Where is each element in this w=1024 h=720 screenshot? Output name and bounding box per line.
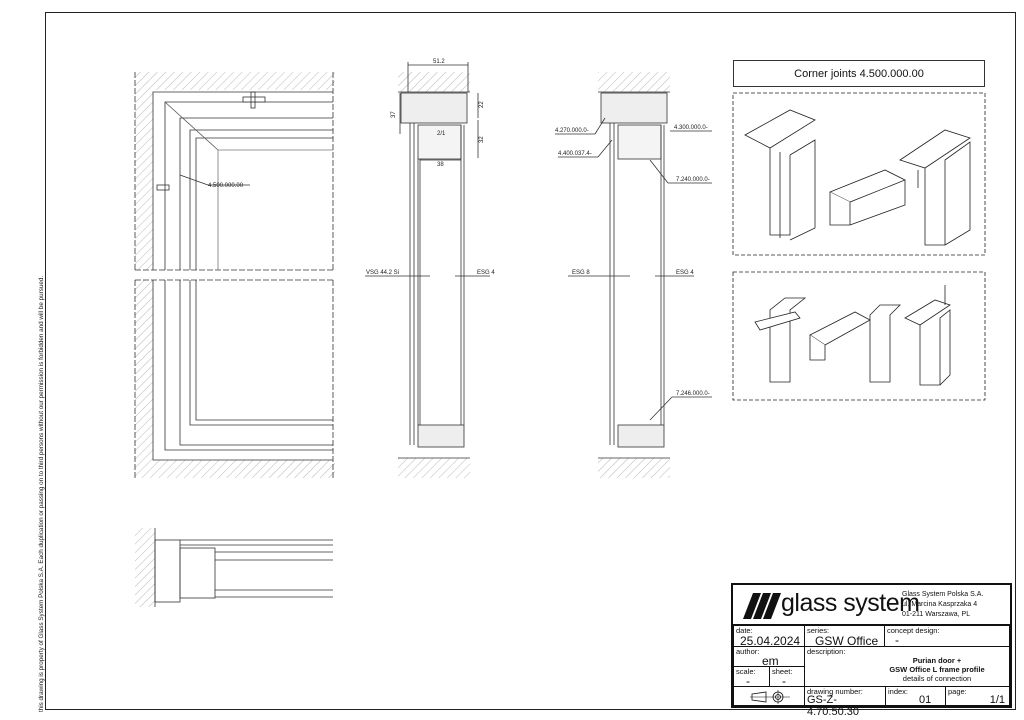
sheet-value: - — [782, 674, 786, 688]
glass-label-esg4-2: ESG 4 — [676, 270, 694, 276]
index-cell: index: 01 — [885, 686, 946, 706]
plan-section — [135, 528, 333, 607]
width-dimension: 51.2 — [433, 59, 445, 65]
glass-system-logo-icon — [743, 593, 781, 619]
scale-cell: scale: - — [733, 666, 770, 688]
company-name: Glass System Polska S.A. — [902, 591, 984, 598]
glass-label-esg4: ESG 4 — [477, 270, 495, 276]
date-label: date: — [736, 626, 753, 635]
profile-mark: 2/1 — [437, 131, 446, 137]
index-label: index: — [888, 687, 909, 696]
series-value: GSW Office — [815, 634, 879, 648]
height-dimension-32: 32 — [479, 136, 485, 143]
projection-symbol-icon — [750, 690, 790, 704]
description-cell: description: Purian door + GSW Office L … — [804, 646, 1010, 687]
glass-label-esg8: ESG 8 — [572, 270, 590, 276]
part-label-4400: 4.400.037.4- — [558, 151, 592, 157]
description-text: Purian door + GSW Office L frame profile… — [865, 656, 1009, 683]
brand-name: glass system — [781, 589, 920, 617]
index-value: 01 — [919, 694, 932, 706]
scale-value: - — [746, 674, 750, 688]
series-cell: series: GSW Office — [804, 625, 885, 648]
corner-joints-illustration-1 — [732, 92, 986, 256]
elevation-upper — [134, 72, 335, 271]
description-line-1: Purian door + — [912, 656, 962, 665]
corner-joints-illustration-2 — [732, 271, 986, 401]
projection-symbol-cell — [733, 686, 805, 706]
corner-joints-title: Corner joints 4.500.000.00 — [733, 60, 985, 87]
vertical-section-1 — [365, 62, 490, 478]
description-line-3: details of connection — [902, 674, 972, 683]
concept-value: - — [895, 633, 899, 647]
part-label-7246: 7.246.000.0- — [676, 391, 710, 397]
drawing-sheet-border — [45, 12, 1016, 710]
height-dimension-22: 22 — [479, 101, 485, 108]
drawing-number-value: GS-Z-4.70.50.30 — [807, 694, 859, 718]
author-value: em — [762, 654, 779, 668]
concept-cell: concept design: - — [884, 625, 1010, 647]
concept-label: concept design: — [887, 626, 940, 635]
date-cell: date: 25.04.2024 — [733, 625, 805, 648]
elevation-lower — [134, 279, 335, 478]
author-cell: author: em — [733, 646, 805, 668]
height-dimension-37: 37 — [391, 111, 397, 118]
company-address: Glass System Polska S.A. ul. Marcina Kas… — [902, 590, 983, 620]
corner-part-label: 4.500.000.00 — [208, 183, 244, 189]
sheet-label: sheet: — [772, 667, 793, 676]
drawing-number-label: drawing number: — [807, 687, 863, 696]
date-value: 25.04.2024 — [740, 634, 801, 648]
vertical-section-2 — [555, 72, 712, 478]
part-label-4270: 4.270.000.0- — [555, 128, 589, 134]
page-value: 1/1 — [989, 694, 1005, 706]
drawing-number-cell: drawing number: GS-Z-4.70.50.30 — [804, 686, 886, 718]
title-block: glass system Glass System Polska S.A. ul… — [731, 583, 1012, 718]
page-label: page: — [948, 687, 967, 696]
logo-row: glass system Glass System Polska S.A. ul… — [733, 585, 1010, 625]
sheet-cell: sheet: - — [769, 666, 805, 688]
author-label: author: — [736, 647, 760, 656]
part-label-7240: 7.240.000.0- — [676, 177, 710, 183]
inner-dimension: 38 — [437, 162, 444, 168]
company-city: 01-211 Warszawa, PL — [902, 611, 971, 618]
page-cell: page: 1/1 — [945, 686, 1010, 706]
company-street: ul. Marcina Kasprzaka 4 — [902, 601, 978, 608]
series-label: series: — [807, 626, 830, 635]
scale-label: scale: — [736, 667, 756, 676]
description-line-2: GSW Office L frame profile — [889, 665, 985, 674]
glass-label-vsg: VSG 44.2 Si — [366, 270, 399, 276]
description-label: description: — [807, 647, 846, 656]
part-label-4300: 4.300.000.0- — [674, 125, 708, 131]
